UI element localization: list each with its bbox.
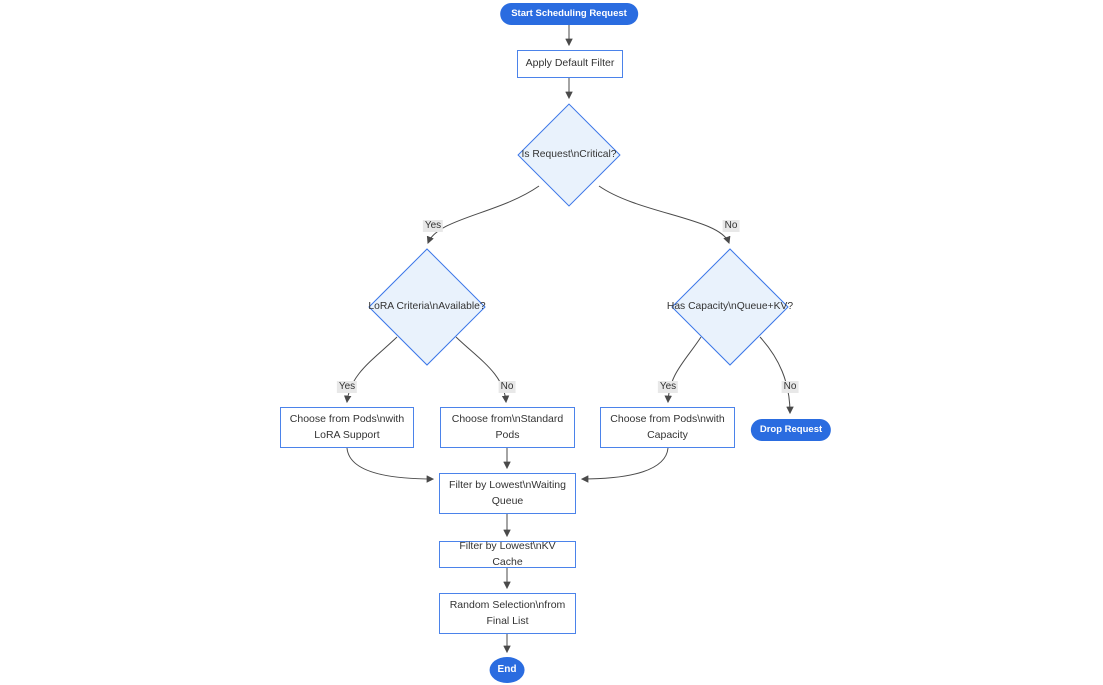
node-choose-standard-pods-label: Choose from\nStandard Pods [451, 413, 564, 441]
node-apply-default-filter-label: Apply Default Filter [525, 57, 615, 70]
edge-capacity-yes-to-capacity-pods [664, 336, 702, 404]
node-drop-request: Drop Request [750, 419, 832, 441]
node-start: Start Scheduling Request [500, 3, 638, 25]
edge-label-capacity-yes: Yes [657, 381, 679, 393]
node-random-selection-label: Random Selection\nfrom Final List [449, 599, 566, 627]
node-end: End [489, 657, 525, 683]
edge-capacity-pods-to-filter-queue [580, 447, 669, 483]
node-apply-default-filter: Apply Default Filter [517, 50, 623, 78]
node-choose-lora-pods: Choose from Pods\nwith LoRA Support [280, 407, 414, 448]
node-filter-kv-cache: Filter by Lowest\nKV Cache [439, 540, 576, 568]
node-filter-waiting-queue-label: Filter by Lowest\nWaiting Queue [449, 479, 566, 507]
edge-capacity-no-to-drop [759, 336, 794, 415]
decision-lora-criteria-available-label: LoRA Criteria\nAvailable? [368, 300, 486, 312]
node-choose-standard-pods: Choose from\nStandard Pods [440, 407, 575, 448]
node-choose-capacity-pods: Choose from Pods\nwith Capacity [600, 407, 735, 448]
decision-has-capacity-queue-kv: Has Capacity\nQueue+KV? [667, 248, 793, 366]
edge-lora-yes-to-lora-pods [343, 336, 398, 404]
edge-lora-pods-to-filter-queue [346, 447, 435, 483]
node-random-selection: Random Selection\nfrom Final List [439, 593, 576, 634]
edge-label-critical-yes: Yes [422, 220, 444, 232]
node-start-label: Start Scheduling Request [511, 8, 627, 20]
decision-is-request-critical-label: Is Request\nCritical? [521, 148, 617, 160]
decision-lora-criteria-available: LoRA Criteria\nAvailable? [368, 248, 486, 366]
edge-critical-yes-to-lora [426, 185, 540, 245]
node-end-label: End [497, 663, 517, 675]
edge-label-lora-yes: Yes [336, 381, 358, 393]
node-drop-request-label: Drop Request [759, 424, 823, 436]
edge-label-critical-no: No [722, 220, 740, 232]
node-filter-waiting-queue: Filter by Lowest\nWaiting Queue [439, 473, 576, 514]
edge-lora-no-to-standard-pods [455, 336, 510, 404]
edge-label-lora-no: No [498, 381, 516, 393]
node-choose-lora-pods-label: Choose from Pods\nwith LoRA Support [289, 413, 405, 441]
edge-critical-no-to-capacity [598, 185, 731, 245]
node-choose-capacity-pods-label: Choose from Pods\nwith Capacity [610, 413, 725, 441]
node-filter-kv-cache-label: Filter by Lowest\nKV Cache [459, 540, 556, 568]
edge-label-capacity-no: No [781, 381, 799, 393]
decision-has-capacity-queue-kv-label: Has Capacity\nQueue+KV? [666, 300, 794, 312]
decision-is-request-critical: Is Request\nCritical? [517, 103, 621, 207]
